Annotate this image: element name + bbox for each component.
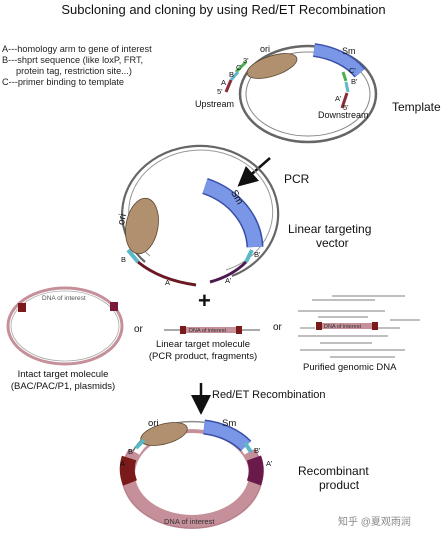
legend-b2: protein tag, restriction site...) [16,66,132,76]
template-c2-label: C' [349,66,356,75]
linear-target: DNA of interest [164,326,260,334]
template-b2-label: B' [351,77,358,86]
linear-dna-label: DNA of interest [189,328,226,334]
legend-a: A---homology arm to gene of interest [2,44,152,54]
recombinant-product: DNA of interest [119,414,264,529]
template-label: Template [392,100,441,114]
product-b-label: B [128,447,134,456]
product-ori [140,422,188,446]
template-ori-label: ori [260,44,271,54]
legend-c: C---primer binding to template [2,77,125,87]
template-ori [246,53,298,79]
genomic-label: Purified genomic DNA [303,362,397,373]
pcr-label: PCR [284,172,310,186]
vector-a-label: A [165,278,171,287]
diagram-title: Subcloning and cloning by using Red/ET R… [61,2,386,17]
template-3prime: 3' [243,56,249,65]
linear-vector-label-2: vector [316,236,349,250]
or-label-2: or [273,322,282,333]
template-c-label: C [236,63,242,72]
vector-ori [125,197,159,255]
circular-label-1: Intact target molecule [17,369,109,380]
vector-b-label: B [121,255,127,264]
template-a2-label: A' [335,94,342,103]
template-sm-label: Sm [342,46,356,56]
template-plasmid [224,43,378,144]
legend-b1: B---shprt sequence (like loxP, FRT, [2,55,144,65]
circular-target: DNA of interest [6,286,124,366]
linear-vector-label-1: Linear targeting [288,222,372,236]
circular-label-2: (BAC/PAC/P1, plasmids) [10,381,116,392]
linear-label-2: (PCR product, fragments) [148,351,258,362]
product-label-2: product [319,478,360,492]
or-label-1: or [134,324,143,335]
product-dna-label: DNA of interest [164,517,215,526]
template-5prime-up: 5' [217,87,223,96]
product-label-1: Recombinant [298,464,369,478]
plus-sign: + [198,288,211,313]
genomic-dna [298,295,420,358]
watermark: 知乎 @夏观雨润 [338,517,411,528]
circular-dna-label: DNA of interest [42,295,86,302]
genomic-dna-label: DNA of interest [324,324,361,330]
product-ori-label: ori [148,418,159,429]
vector-b2-label: B' [254,250,261,259]
product-a-label: A [120,459,126,468]
upstream-label: Upstream [195,99,235,109]
product-a2-label: A' [266,459,273,468]
template-5prime-down: 5' [343,103,349,112]
genomic-insert: DNA of interest [316,322,378,330]
downstream-label: Downstream [318,110,369,120]
linear-label-1: Linear target molecule [156,339,250,350]
template-a-label: A [221,78,227,87]
product-sm-label: Sm [222,418,237,429]
template-b-label: B [229,70,235,79]
vector-ori-label: ori [116,213,129,226]
vector-a2-label: A' [225,276,232,285]
product-b2-label: B' [254,446,261,455]
recombination-label: Red/ET Recombination [212,389,326,401]
legend: A---homology arm to gene of interest B--… [2,44,152,88]
linear-vector [121,144,280,287]
